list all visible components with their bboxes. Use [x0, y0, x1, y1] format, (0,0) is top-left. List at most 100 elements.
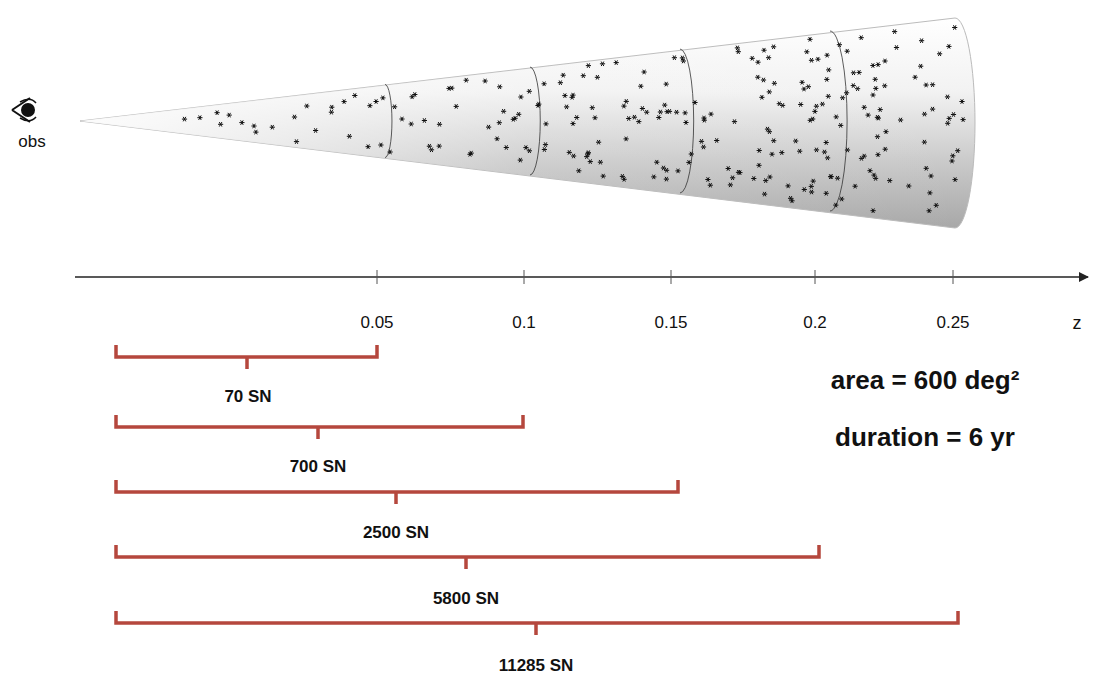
- star: [702, 118, 707, 123]
- star: [708, 112, 713, 117]
- star: [215, 110, 220, 115]
- count-label: 2500 SN: [363, 523, 429, 543]
- star: [882, 84, 887, 89]
- star: [767, 90, 772, 95]
- star: [878, 107, 883, 112]
- star: [806, 84, 811, 89]
- star: [699, 139, 704, 144]
- star: [518, 158, 523, 163]
- star: [771, 138, 776, 143]
- star: [374, 99, 379, 104]
- star: [251, 124, 256, 129]
- star: [875, 115, 880, 120]
- star: [708, 183, 713, 188]
- star: [866, 113, 871, 118]
- star: [689, 152, 694, 157]
- star: [342, 99, 347, 104]
- count-label: 70 SN: [224, 387, 271, 407]
- star: [772, 81, 777, 86]
- star: [953, 177, 958, 182]
- star: [873, 86, 878, 91]
- count-label: 700 SN: [290, 457, 347, 477]
- star: [352, 93, 357, 98]
- star: [564, 105, 569, 110]
- star: [826, 68, 831, 73]
- star: [714, 138, 719, 143]
- star: [664, 82, 669, 87]
- star: [632, 115, 637, 120]
- star: [930, 107, 935, 112]
- star: [922, 140, 927, 145]
- star: [527, 89, 532, 94]
- star: [822, 150, 827, 155]
- star: [918, 64, 923, 69]
- star: [454, 104, 459, 109]
- star: [518, 95, 523, 100]
- tick-label: 0.05: [360, 313, 393, 333]
- star: [467, 152, 472, 157]
- star: [437, 144, 442, 149]
- star: [814, 148, 819, 153]
- star: [952, 25, 957, 30]
- star: [851, 83, 856, 88]
- star: [767, 175, 772, 180]
- star: [683, 120, 688, 125]
- survey-duration: duration = 6 yr: [835, 422, 1015, 453]
- star: [862, 105, 867, 110]
- shell-arc: [830, 31, 847, 211]
- star: [961, 117, 966, 122]
- star: [875, 134, 880, 139]
- star: [761, 48, 766, 53]
- observer-label: obs: [18, 132, 45, 152]
- star: [826, 94, 831, 99]
- star: [851, 71, 856, 76]
- star: [857, 70, 862, 75]
- star: [945, 95, 950, 100]
- star: [898, 118, 903, 123]
- star: [825, 53, 830, 58]
- star: [658, 110, 663, 115]
- star: [730, 176, 735, 181]
- star: [495, 137, 500, 142]
- star: [543, 142, 548, 147]
- star: [809, 190, 814, 195]
- star: [801, 87, 806, 92]
- star: [329, 105, 334, 110]
- star: [422, 118, 427, 123]
- star: [922, 112, 927, 117]
- star: [732, 119, 737, 124]
- star: [366, 144, 371, 149]
- star: [756, 163, 761, 168]
- star: [527, 149, 532, 154]
- star: [867, 168, 872, 173]
- star: [675, 169, 680, 174]
- star: [329, 110, 334, 115]
- star: [855, 86, 860, 91]
- star: [429, 148, 434, 153]
- star: [814, 104, 819, 109]
- star: [380, 96, 385, 101]
- star: [945, 121, 950, 126]
- star: [946, 44, 951, 49]
- star: [667, 109, 672, 114]
- star: [595, 75, 600, 80]
- star: [845, 148, 850, 153]
- star: [624, 137, 629, 142]
- star: [755, 75, 760, 80]
- star: [800, 80, 805, 85]
- star: [828, 174, 833, 179]
- star: [882, 59, 887, 64]
- star: [820, 102, 825, 107]
- star: [239, 120, 244, 125]
- star: [853, 184, 858, 189]
- star: [883, 147, 888, 152]
- star: [750, 56, 755, 61]
- star: [497, 85, 502, 90]
- star: [797, 149, 802, 154]
- star: [304, 104, 309, 109]
- supernova-stars: [182, 25, 966, 213]
- star: [636, 119, 641, 124]
- star: [294, 139, 299, 144]
- star: [486, 125, 491, 130]
- star: [906, 184, 911, 189]
